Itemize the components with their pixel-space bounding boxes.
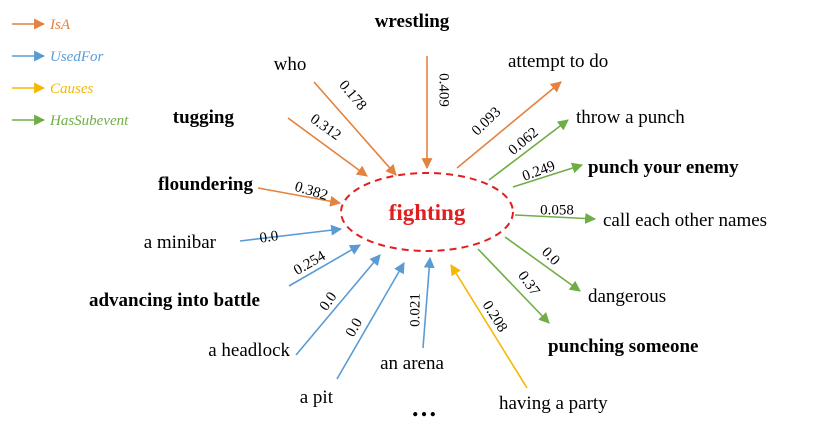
center-label: fighting [389, 200, 466, 225]
ellipsis-marker: … [411, 393, 437, 422]
edge-a-pit: a pit 0.0 [300, 262, 405, 408]
edge-weight-wrestling: 0.409 [436, 73, 452, 107]
edge-arrow-call-each-other-names [514, 213, 597, 224]
edge-punch-your-enemy: punch your enemy 0.249 [512, 157, 739, 188]
edge-arrow-attempt-to-do [456, 81, 562, 169]
edge-call-each-other-names: call each other names 0.058 [514, 202, 767, 231]
legend-label-isa: IsA [49, 17, 71, 33]
edge-weight-dangerous: 0.0 [538, 244, 563, 269]
legend-label-hassubevent: HasSubevent [49, 113, 129, 129]
node-label-call-each-other-names: call each other names [603, 210, 767, 231]
edge-arrow-a-pit [336, 262, 405, 380]
node-label-floundering: floundering [158, 174, 254, 195]
edge-arrow-dangerous [504, 236, 581, 292]
edge-arrow-a-minibar [239, 224, 343, 242]
legend-item-usedfor: UsedFor [12, 49, 103, 65]
edge-weight-punch-your-enemy: 0.249 [520, 158, 557, 185]
edge-punching-someone: punching someone 0.37 [477, 248, 698, 357]
node-label-who: who [274, 54, 307, 75]
edge-weight-an-arena: 0.021 [407, 293, 423, 327]
node-label-tugging: tugging [173, 107, 235, 128]
node-label-an-arena: an arena [380, 353, 444, 374]
edge-weight-a-minibar: 0.0 [259, 228, 280, 246]
edge-tugging: tugging 0.312 [173, 107, 368, 177]
edge-a-minibar: a minibar 0.0 [144, 224, 343, 253]
legend-label-causes: Causes [50, 81, 94, 97]
node-label-a-minibar: a minibar [144, 232, 217, 253]
node-label-dangerous: dangerous [588, 286, 666, 307]
edge-weight-a-headlock: 0.0 [317, 289, 341, 314]
legend-item-isa: IsA [12, 17, 71, 33]
edge-weight-floundering: 0.382 [293, 179, 330, 204]
node-label-throw-a-punch: throw a punch [576, 107, 685, 128]
edge-arrow-throw-a-punch [488, 119, 569, 181]
edges: wrestling 0.409 who 0.178 tugging 0.312 flound… [89, 11, 767, 414]
node-label-a-pit: a pit [300, 387, 334, 408]
edge-weight-punching-someone: 0.37 [514, 268, 543, 299]
edge-weight-call-each-other-names: 0.058 [540, 202, 574, 218]
node-label-punching-someone: punching someone [548, 336, 698, 357]
edge-weight-tugging: 0.312 [307, 111, 344, 144]
legend-item-hassubevent: HasSubevent [12, 113, 129, 129]
edge-arrow-an-arena [422, 256, 435, 349]
edge-arrow-who [313, 81, 397, 176]
edge-arrow-punch-your-enemy [512, 162, 584, 188]
edge-weight-a-pit: 0.0 [343, 316, 366, 340]
node-label-a-headlock: a headlock [208, 340, 290, 361]
edge-arrow-floundering [257, 187, 342, 207]
legend-label-usedfor: UsedFor [50, 49, 103, 65]
legend: IsA UsedFor Causes HasSubevent [12, 17, 129, 129]
edge-arrow-advancing-into-battle [288, 244, 361, 287]
edge-arrow-tugging [287, 117, 368, 177]
edge-who: who 0.178 [274, 54, 397, 176]
edge-arrow-punching-someone [477, 248, 550, 324]
node-label-having-a-party: having a party [499, 393, 608, 414]
edge-floundering: floundering 0.382 [158, 174, 342, 207]
edge-an-arena: an arena 0.021 [380, 256, 444, 374]
edge-weight-who: 0.178 [335, 78, 369, 114]
edge-arrow-a-headlock [295, 254, 381, 356]
legend-item-causes: Causes [12, 81, 94, 97]
edge-arrow-having-a-party [450, 264, 528, 389]
node-label-wrestling: wrestling [375, 11, 450, 32]
node-label-attempt-to-do: attempt to do [508, 51, 608, 72]
node-label-punch-your-enemy: punch your enemy [588, 157, 739, 178]
center-ellipse [340, 172, 514, 252]
edge-wrestling: wrestling 0.409 [375, 11, 452, 170]
center-node: fighting [340, 172, 514, 252]
node-label-advancing-into-battle: advancing into battle [89, 290, 260, 311]
